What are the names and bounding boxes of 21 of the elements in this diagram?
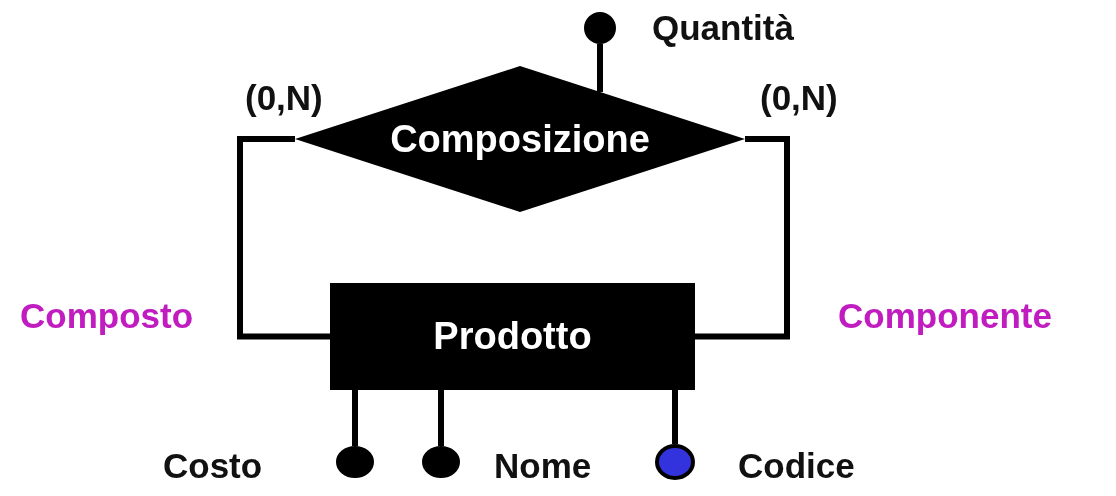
attribute-name: Costo <box>163 446 263 486</box>
role-label: Componente <box>838 296 1052 336</box>
cardinality-label: (0,N) <box>245 78 323 118</box>
attribute-circle <box>422 446 460 478</box>
connector-line <box>695 136 790 340</box>
attribute-circle <box>584 12 616 44</box>
relationship-name: Composizione <box>390 117 650 161</box>
entity-name: Prodotto <box>433 315 592 358</box>
connector-line <box>352 390 358 446</box>
entity-box <box>330 283 695 390</box>
connector-line <box>438 390 444 446</box>
cardinality-label: (0,N) <box>760 78 838 118</box>
connector-line <box>597 44 603 92</box>
connector-line <box>237 136 330 340</box>
attribute-name: Codice <box>738 446 855 486</box>
identifier-circle <box>655 444 695 480</box>
attribute-name: Quantità <box>652 8 794 48</box>
connector-line <box>672 390 678 444</box>
attribute-circle <box>336 446 374 478</box>
attribute-name: Nome <box>494 446 592 486</box>
role-label: Composto <box>20 296 194 336</box>
